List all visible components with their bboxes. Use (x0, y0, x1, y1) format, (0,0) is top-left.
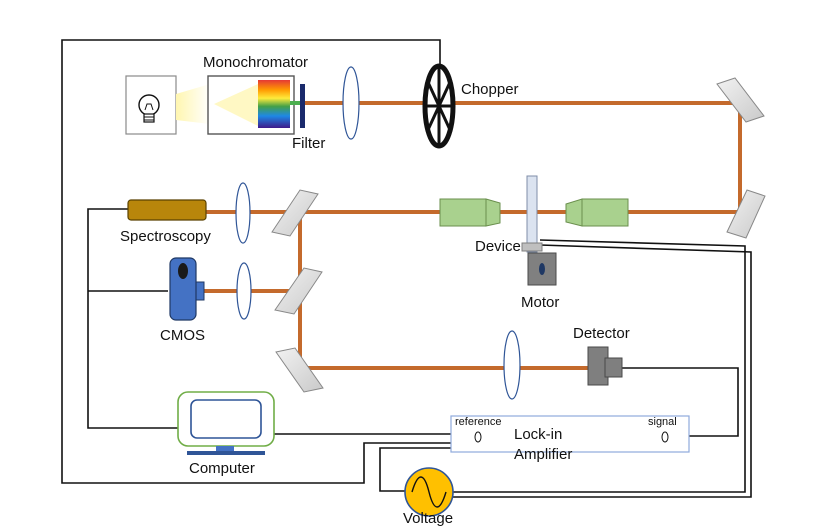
cmos-camera: CMOS (160, 257, 205, 344)
lamp-box (125, 75, 210, 135)
light-bulb-icon (138, 94, 160, 123)
spectrum-block (258, 80, 290, 128)
spectroscopy: Spectroscopy (120, 199, 211, 245)
device-wire-outer (452, 239, 746, 493)
left-bus-wire (87, 208, 178, 429)
monochromator-cone (214, 84, 258, 126)
computer-screen (190, 399, 262, 439)
laser-beam-path (203, 101, 742, 370)
computer-base (187, 451, 265, 455)
objective-left (439, 198, 501, 227)
chopper-wheel-icon (422, 63, 456, 149)
voltage-label: Voltage (403, 510, 453, 527)
detector-label: Detector (573, 325, 630, 342)
chopper-label: Chopper (461, 81, 519, 98)
computer-stand (216, 446, 234, 451)
computer: Computer (177, 391, 275, 477)
reference-port (474, 431, 482, 443)
filter-label: Filter (292, 135, 325, 152)
lamp-light-cone (176, 84, 210, 124)
voltage-source: Voltage (403, 467, 454, 527)
mirror-bottom-left (275, 347, 324, 393)
objective-right (565, 198, 629, 227)
beam-lower (298, 212, 622, 370)
mirror-middle-left (271, 189, 319, 237)
mirror-mid-right (726, 189, 766, 239)
reference-label: reference (455, 416, 501, 428)
filter: Filter (292, 84, 325, 152)
lockin-label-line2: Amplifier (514, 446, 572, 463)
motor-label: Motor (521, 294, 559, 311)
spectroscopy-label: Spectroscopy (120, 228, 211, 245)
monochromator: Monochromator (203, 54, 308, 135)
device-label: Device (475, 238, 521, 255)
mirrors (271, 77, 766, 393)
signal-label: signal (648, 416, 677, 428)
motor: Motor (521, 252, 559, 311)
detector: Detector (573, 325, 630, 386)
computer-label: Computer (189, 460, 255, 477)
device-wire-inner (452, 244, 752, 498)
ac-source-icon (404, 467, 454, 517)
mirror-cmos-splitter (274, 267, 323, 315)
detector-signal-wire (622, 367, 739, 437)
mirror-top-right (716, 77, 765, 123)
lens-cmos (236, 262, 252, 320)
cmos-label: CMOS (160, 327, 205, 344)
lens-1 (342, 66, 360, 140)
monochromator-label: Monochromator (203, 54, 308, 71)
lockin-label-line1: Lock-in (514, 426, 562, 443)
lockin-amplifier: reference Lock-in Amplifier signal (450, 415, 690, 463)
lens-detector (503, 330, 521, 400)
signal-port (661, 431, 669, 443)
device: Device (475, 175, 543, 255)
lens-spectroscopy (235, 182, 251, 244)
